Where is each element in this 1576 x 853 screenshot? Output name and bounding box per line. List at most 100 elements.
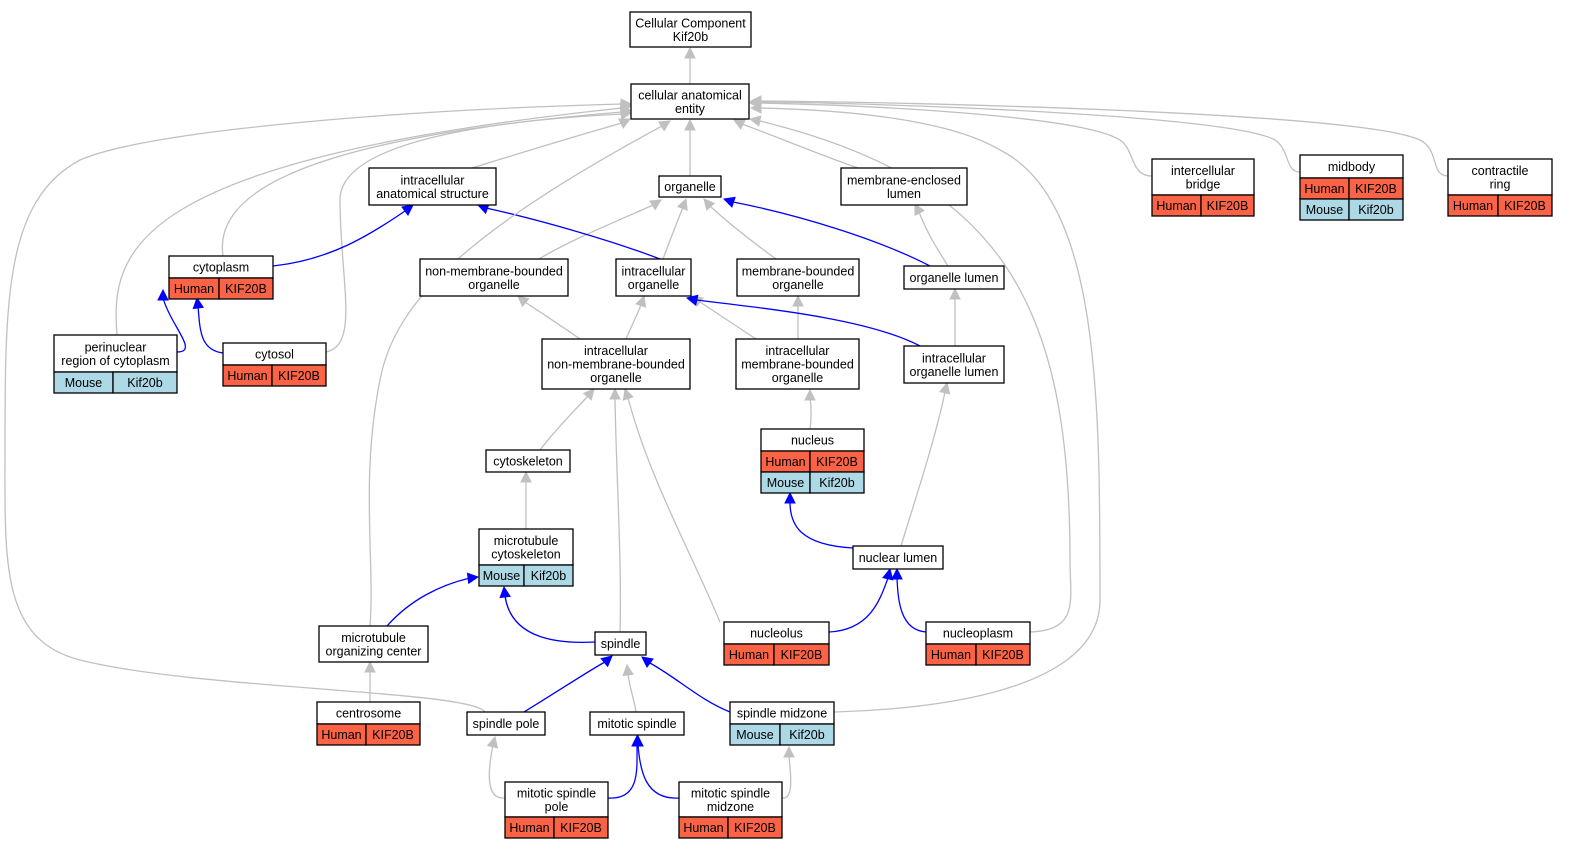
term-label-line: spindle midzone [737,707,827,721]
term-node-ol[interactable]: organelle lumen [903,265,1005,290]
arrowhead-14 [914,203,925,216]
arrowhead-43 [749,102,762,114]
term-node-inmbo[interactable]: intracellularnon-membrane-boundedorganel… [541,338,691,390]
is-a-edge-41 [627,673,637,713]
is-a-edge-10 [538,204,654,260]
is-a-edge-2 [471,122,623,169]
term-node-sp[interactable]: spindle pole [466,711,546,736]
is-a-edge-39 [4,103,623,713]
is-a-edge-11 [662,206,684,260]
arrowhead-36 [891,567,903,580]
term-box [368,167,497,206]
gene-label: KIF20B [560,821,602,835]
gene-label: KIF20B [781,648,823,662]
arrowhead-0 [684,46,696,59]
species-label: Human [1304,182,1344,196]
arrowhead-47 [783,745,795,758]
term-node-spindle[interactable]: spindle [594,631,647,656]
is-a-edge-6 [759,100,1449,177]
term-node-nl[interactable]: nuclear lumen [852,545,944,570]
term-node-cytoskeleton[interactable]: cytoskeleton [485,449,571,473]
gene-cell [809,471,865,494]
arrowhead-13 [722,196,736,208]
term-box [504,781,609,818]
arrowhead-39 [620,98,633,110]
term-label-line: intracellular [922,351,986,365]
arrowhead-18 [192,296,205,310]
term-node-ms[interactable]: mitotic spindle [589,711,685,736]
term-label-line: midzone [707,800,754,814]
arrowhead-42 [641,656,654,668]
term-label-line: mitotic spindle [597,717,676,731]
term-label-line: spindle pole [473,717,540,731]
is-a-edge-32 [614,397,622,633]
is-a-edge-14 [918,211,949,267]
term-box [478,528,574,566]
is-a-edge-43 [759,107,1101,713]
arrowhead-20 [635,294,647,308]
gene-label: Kif20b [819,476,854,490]
term-node-organelle[interactable]: organelle [658,175,722,198]
gene-label: Kif20b [531,569,566,583]
term-label-line: cytosol [255,348,294,362]
is-a-edge-44 [488,744,506,799]
gene-label: KIF20B [1207,199,1249,213]
term-label-line: Kif20b [673,30,708,44]
term-label-line: region of cytoplasm [61,354,169,368]
gene-cell [553,816,609,839]
gene-cell [271,364,327,387]
term-box [1447,158,1553,196]
arrowhead-40 [600,655,613,668]
arrowhead-3 [733,119,746,130]
is-a-edge-47 [781,755,792,799]
part-of-edge-13 [732,201,931,267]
term-label-line: nucleolus [750,627,803,641]
term-box [466,711,546,736]
is-a-edge-21 [699,301,757,340]
term-box [485,449,571,473]
arrowhead-23 [685,294,699,306]
term-box [318,625,429,663]
arrowhead-46 [632,734,644,747]
gene-label: KIF20B [372,728,414,742]
arrowhead-6 [749,95,762,107]
species-label: Human [931,648,971,662]
part-of-edge-18 [197,305,224,354]
arrowhead-33 [499,585,511,599]
term-label-line: entity [675,102,706,116]
gene-label: Kif20b [127,376,162,390]
arrowhead-34 [622,387,634,401]
arrowhead-12 [703,198,716,211]
term-label-line: cytoskeleton [493,455,563,469]
term-label-line: organelle [772,278,823,292]
term-label-line: midbody [1328,160,1376,174]
term-label-line: cytoplasm [193,261,249,275]
